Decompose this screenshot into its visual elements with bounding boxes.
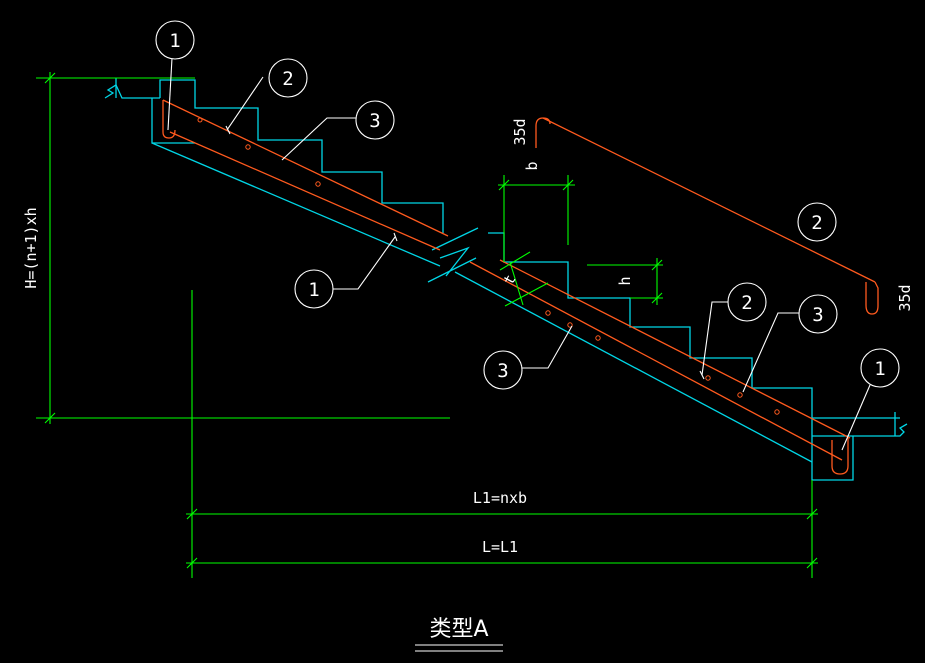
bottom-bearing	[811, 418, 854, 481]
dim-b-tick-r	[562, 179, 574, 191]
dim-t-ext-2	[504, 282, 549, 307]
callout-circle-c2-right	[727, 282, 767, 322]
rebar-bottom-upper	[169, 131, 441, 251]
lower-steps	[488, 232, 880, 419]
rebar-top-upper	[162, 99, 449, 237]
dim-label-l: L=L1	[482, 538, 518, 556]
tick-c1-mid	[393, 232, 398, 242]
dim-label-l1: L1=nxb	[473, 489, 527, 507]
soffit-upper	[151, 142, 441, 267]
dim-t-line	[509, 261, 524, 306]
leader-c2-right	[701, 301, 728, 376]
callout-circle-c1-mid	[294, 269, 334, 309]
leader-c3-right	[742, 312, 800, 393]
dim-label-height: H=(n+1)xh	[22, 207, 40, 288]
top-bearing	[151, 98, 195, 144]
tick-c2-right	[699, 370, 705, 380]
rebar-hook-top	[162, 100, 176, 139]
slab-break-2	[427, 257, 477, 283]
dim-h-small-tick-b	[651, 292, 663, 304]
dim-h-small-tick-t	[651, 259, 663, 271]
dim-t-ext-1	[499, 251, 531, 271]
slab-break-1	[431, 227, 479, 251]
bottom-landing-line	[812, 423, 908, 437]
callout-label-c2-right: 2	[741, 292, 752, 314]
rebar-detail-bar	[542, 117, 876, 283]
dim-l1-tick-left	[186, 508, 198, 520]
dimensions	[36, 72, 818, 578]
callout-label-c1-right: 1	[874, 358, 885, 380]
callout-label-c2-top: 2	[282, 68, 293, 90]
dim-label-t: t	[500, 271, 520, 287]
callout-circle-c3-bot	[483, 350, 523, 390]
soffit-lower	[454, 271, 813, 463]
callout-circle-c1-right	[860, 348, 900, 388]
callout-label-c3-bot: 3	[497, 360, 508, 382]
slab-break-zigzag	[439, 246, 470, 277]
callout-numbers: 1 2 3 1 3 2 2 3 1	[169, 30, 885, 382]
leader-c3-bot	[522, 325, 573, 369]
callout-label-c1-mid: 1	[308, 279, 319, 301]
upper-steps	[159, 79, 444, 233]
dim-label-h: h	[616, 276, 634, 285]
rebar-hook-bottom	[831, 438, 849, 475]
rebar-bottom-lower	[469, 261, 843, 461]
tick-c2-top	[225, 125, 231, 135]
leader-c1-right	[841, 384, 871, 451]
annotation-leaders	[167, 57, 871, 652]
dimension-labels: H=(n+1)xh L1=nxb L=L1 b h t 35d 35d	[22, 118, 914, 556]
top-landing-line	[104, 84, 160, 99]
leader-c1-top	[167, 57, 173, 131]
leader-c2-top	[226, 76, 264, 131]
anchor-label-left: 35d	[511, 118, 529, 145]
drawing-title: 类型A	[429, 617, 488, 642]
callout-circle-c1-top	[155, 20, 195, 60]
dim-h-tick-top	[44, 72, 56, 84]
dim-label-b: b	[523, 161, 541, 170]
rebar-detail-hook-right	[865, 281, 879, 315]
rebar-dots	[197, 117, 780, 415]
rebar-detail-hook-left	[535, 117, 551, 148]
callout-circle-c2-top	[268, 58, 308, 98]
leader-c1-mid	[332, 236, 396, 290]
callout-label-c1-top: 1	[169, 30, 180, 52]
callout-bubbles	[155, 20, 900, 390]
callout-label-c2-rebar: 2	[811, 212, 822, 234]
dim-l-tick-left	[186, 557, 198, 569]
dim-b-tick-l	[498, 179, 510, 191]
callout-label-c3-right: 3	[812, 304, 823, 326]
callout-circle-c3-top	[355, 100, 395, 140]
callout-circle-c2-rebar	[797, 202, 837, 242]
callout-label-c3-top: 3	[369, 110, 380, 132]
anchor-label-right: 35d	[896, 284, 914, 311]
stair-rebar	[162, 99, 879, 475]
dim-h-tick-bottom	[44, 412, 56, 424]
callout-circle-c3-right	[798, 294, 838, 334]
leader-c3-top	[281, 117, 356, 161]
stair-concrete-outline	[104, 78, 908, 481]
rebar-top-lower	[499, 259, 851, 439]
